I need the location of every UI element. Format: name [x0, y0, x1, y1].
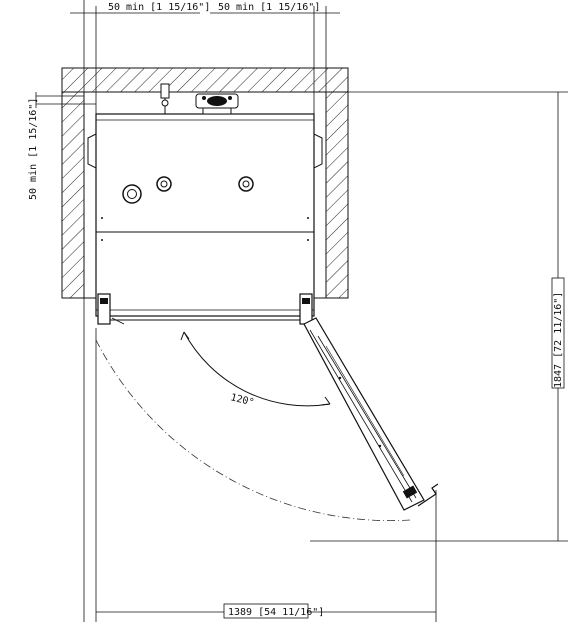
left-dimension: 50 min [1 15/16"] [28, 92, 96, 200]
door-handle [417, 483, 439, 507]
door-swing-arc [95, 339, 411, 521]
cabinet [87, 83, 323, 325]
wall-left [61, 91, 85, 299]
right-rear-hinge [313, 133, 323, 169]
bottom-dimension: 1389 [54 11/16"] [95, 328, 437, 622]
dim-right-label: 1847 [72 11/16"] [553, 292, 564, 388]
open-door [303, 317, 439, 511]
dim-top-right-label: 50 min [1 15/16"] [218, 2, 320, 13]
angle-indicator: 120° [180, 331, 331, 409]
wall-right [325, 91, 349, 299]
cabinet-body [95, 113, 315, 317]
wall-top [61, 67, 349, 93]
left-rear-hinge [87, 133, 97, 169]
dim-left-label: 50 min [1 15/16"] [28, 98, 39, 200]
inlet-fitting [160, 83, 170, 114]
dim-top-left-label: 50 min [1 15/16"] [108, 2, 210, 13]
dim-bottom-label: 1389 [54 11/16"] [228, 607, 324, 618]
pump-fitting [195, 93, 239, 115]
right-dimension: 1847 [72 11/16"] [238, 91, 568, 542]
